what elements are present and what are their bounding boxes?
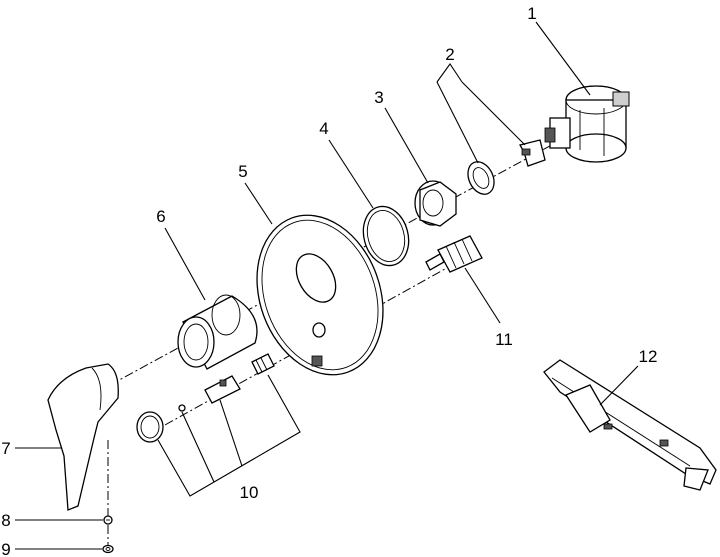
leader-line-12 [599,365,639,406]
callout-9: 9 [1,540,10,557]
part-cartridge [544,85,630,163]
callout-3: 3 [374,88,383,107]
callout-4: 4 [319,119,328,138]
part-spring [251,353,275,375]
part-installation-tool [543,359,717,491]
callout-11: 11 [495,330,513,349]
part-cap [136,411,164,443]
part-small-washer [102,544,114,554]
callout-8: 8 [1,511,10,530]
leader-bracket-10 [157,374,301,497]
part-escutcheon-plate [256,214,384,376]
callout-7: 7 [1,439,10,458]
part-clips [467,139,546,195]
leader-line-11 [464,267,501,324]
leader-line-4 [328,139,374,209]
leader-bracket-2 [436,63,463,83]
part-sleeve [177,294,258,370]
part-small-screw [103,515,113,525]
callout-5: 5 [238,162,247,181]
leader-line-2b [461,81,526,146]
callout-6: 6 [156,207,165,226]
part-lever-handle [47,363,119,511]
callout-1: 1 [527,4,536,23]
part-diverter-valve [425,235,483,273]
leader-line-1 [535,21,591,96]
leader-line-2a [436,81,479,164]
part-o-ring [362,205,410,267]
callout-2: 2 [445,45,454,64]
leader-line-10a [181,411,215,483]
leader-line-10b [219,399,243,467]
part-hex-nut [414,180,457,227]
leader-line-5 [244,182,273,225]
callout-10: 10 [240,483,259,502]
callout-12: 12 [639,347,658,366]
leader-line-6 [164,227,206,301]
part-insert [178,375,241,412]
leader-line-3 [384,107,429,184]
